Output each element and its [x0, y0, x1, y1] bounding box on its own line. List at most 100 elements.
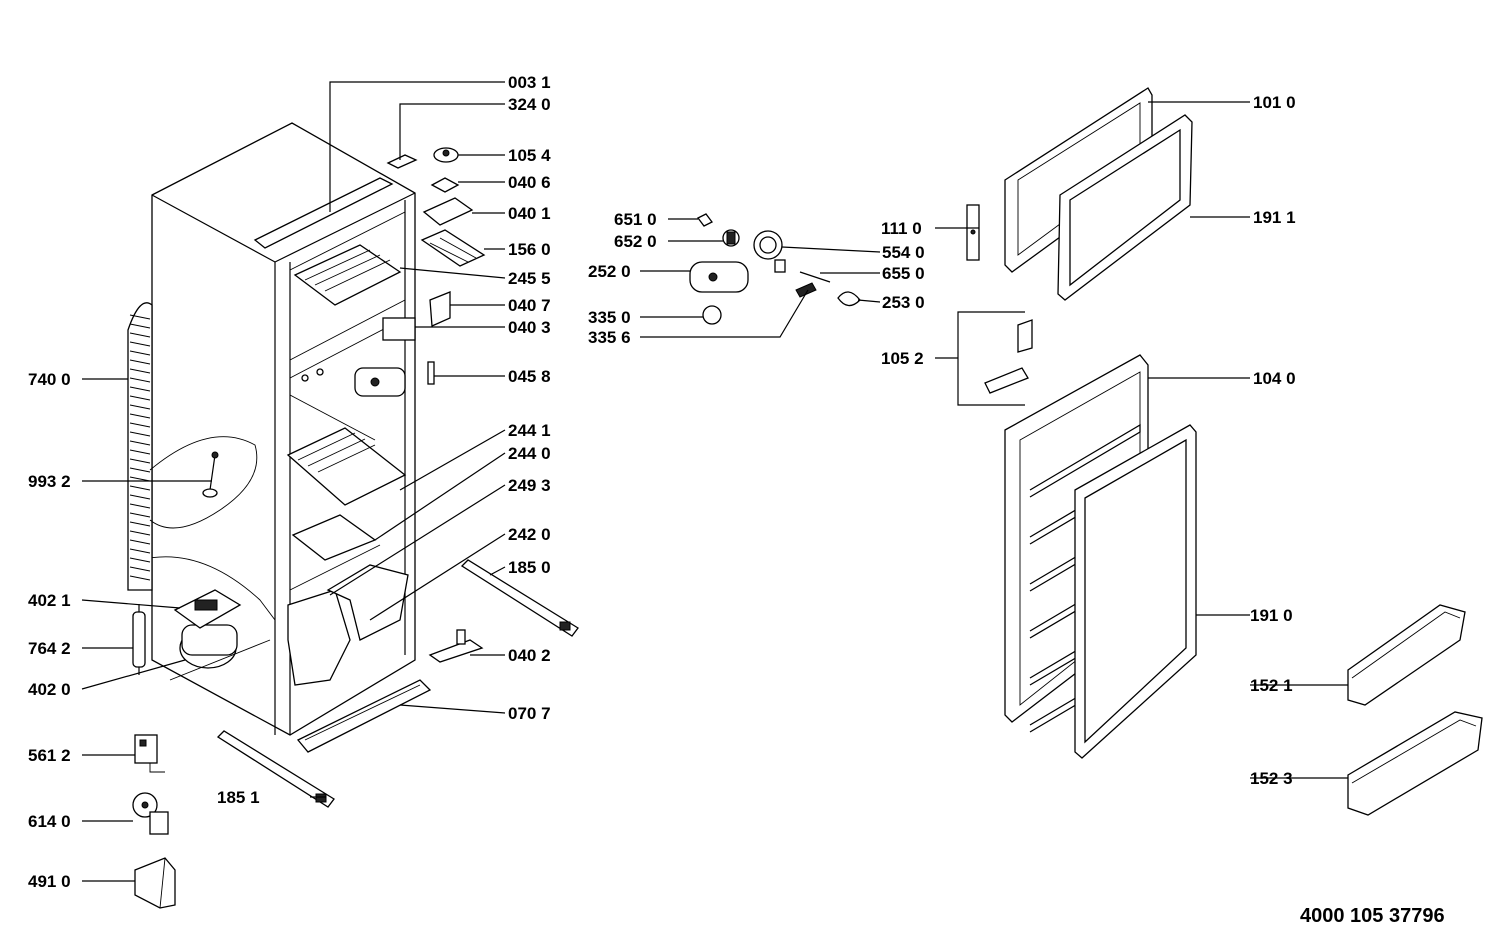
coil-segment — [129, 359, 151, 365]
door-bin-152-3 — [1347, 711, 1483, 816]
top-cover-324 — [386, 154, 418, 169]
leader-lines — [81, 81, 1348, 882]
label-040-3: 040 3 — [508, 318, 551, 337]
coil-segment — [129, 503, 151, 509]
overload-protector — [132, 792, 169, 835]
coil-segment — [129, 521, 151, 527]
label-111-0: 111 0 — [881, 219, 922, 238]
label-402-0: 402 0 — [28, 680, 71, 699]
coil-segment — [129, 404, 151, 410]
coil-segment — [129, 314, 151, 320]
label-152-1: 152 1 — [1250, 676, 1293, 695]
label-242-0: 242 0 — [508, 525, 551, 544]
coil-segment — [129, 377, 151, 383]
coil-segment — [129, 422, 151, 428]
coil-segment — [129, 449, 151, 455]
label-252-0: 252 0 — [588, 262, 631, 281]
door-shelf — [1029, 423, 1141, 498]
bottom-hinge — [428, 629, 484, 663]
coil-segment — [129, 485, 151, 491]
coil-segment — [129, 575, 151, 581]
coil-segment — [129, 395, 151, 401]
label-045-8: 045 8 — [508, 367, 551, 386]
label-402-1: 402 1 — [28, 591, 71, 610]
label-740-0: 740 0 — [28, 370, 71, 389]
label-003-1: 003 1 — [508, 73, 551, 92]
label-040-2: 040 2 — [508, 646, 551, 665]
fridge-door — [1004, 354, 1197, 759]
label-191-1: 191 1 — [1253, 208, 1296, 227]
coil-segment — [129, 368, 151, 374]
label-245-5: 245 5 — [508, 269, 551, 288]
label-244-0: 244 0 — [508, 444, 551, 463]
filter-drier — [132, 604, 146, 675]
label-070-7: 070 7 — [508, 704, 551, 723]
label-040-7: 040 7 — [508, 296, 551, 315]
label-101-0: 101 0 — [1253, 93, 1296, 112]
coil-segment — [129, 566, 151, 572]
ice-tray — [420, 229, 486, 267]
label-105-2: 105 2 — [881, 349, 924, 368]
label-655-0: 655 0 — [882, 264, 925, 283]
coil-segment — [129, 467, 151, 473]
coil-segment — [129, 350, 151, 356]
label-335-0: 335 0 — [588, 308, 631, 327]
thermostat-assembly — [689, 213, 861, 325]
label-561-2: 561 2 — [28, 746, 71, 765]
label-253-0: 253 0 — [882, 293, 925, 312]
coil-segment — [129, 512, 151, 518]
thermostat-sensor — [149, 436, 258, 529]
coil-segment — [129, 341, 151, 347]
label-040-6: 040 6 — [508, 173, 551, 192]
coil-segment — [129, 431, 151, 437]
freezer-door — [966, 87, 1193, 301]
coil-segment — [129, 548, 151, 554]
start-relay — [134, 734, 165, 773]
label-191-0: 191 0 — [1250, 606, 1293, 625]
part-labels: 003 1 324 0 105 4 040 6 040 1 156 0 245 … — [28, 73, 1445, 927]
label-491-0: 491 0 — [28, 872, 71, 891]
compressor — [169, 589, 271, 681]
coil-segment — [129, 458, 151, 464]
label-249-3: 249 3 — [508, 476, 551, 495]
label-335-6: 335 6 — [588, 328, 631, 347]
label-764-2: 764 2 — [28, 639, 71, 658]
condenser-coil — [127, 302, 153, 591]
label-185-0: 185 0 — [508, 558, 551, 577]
label-244-1: 244 1 — [508, 421, 551, 440]
coil-segment — [129, 386, 151, 392]
coil-segment — [129, 557, 151, 563]
kick-plate — [296, 679, 432, 753]
label-324-0: 324 0 — [508, 95, 551, 114]
coil-segment — [129, 530, 151, 536]
coil-segment — [129, 323, 151, 329]
label-152-3: 152 3 — [1250, 769, 1293, 788]
label-614-0: 614 0 — [28, 812, 71, 831]
coil-segment — [129, 440, 151, 446]
hinge-parts-105-2 — [957, 311, 1033, 406]
bracket-040-7 — [429, 291, 451, 327]
coil-segment — [129, 332, 151, 338]
label-652-0: 652 0 — [614, 232, 657, 251]
coil-segment — [129, 413, 151, 419]
label-993-2: 993 2 — [28, 472, 71, 491]
relay-cover — [134, 857, 176, 909]
hinge-bush-105-4 — [433, 147, 459, 163]
label-651-0: 651 0 — [614, 210, 657, 229]
rail-185-0 — [460, 559, 579, 637]
coil-segment — [129, 476, 151, 482]
coil-segment — [129, 539, 151, 545]
coil-segment — [129, 494, 151, 500]
label-554-0: 554 0 — [882, 243, 925, 262]
diagram-number: 4000 105 37796 — [1300, 905, 1445, 927]
rail-185-1 — [216, 730, 335, 808]
label-185-1: 185 1 — [217, 788, 260, 807]
hinge-pin — [427, 361, 435, 385]
label-105-4: 105 4 — [508, 146, 551, 165]
hinge-040-6 — [430, 177, 460, 193]
label-040-1: 040 1 — [508, 204, 551, 223]
hinge-040-1 — [422, 197, 474, 226]
label-156-0: 156 0 — [508, 240, 551, 259]
door-bin-152-1 — [1347, 604, 1466, 706]
